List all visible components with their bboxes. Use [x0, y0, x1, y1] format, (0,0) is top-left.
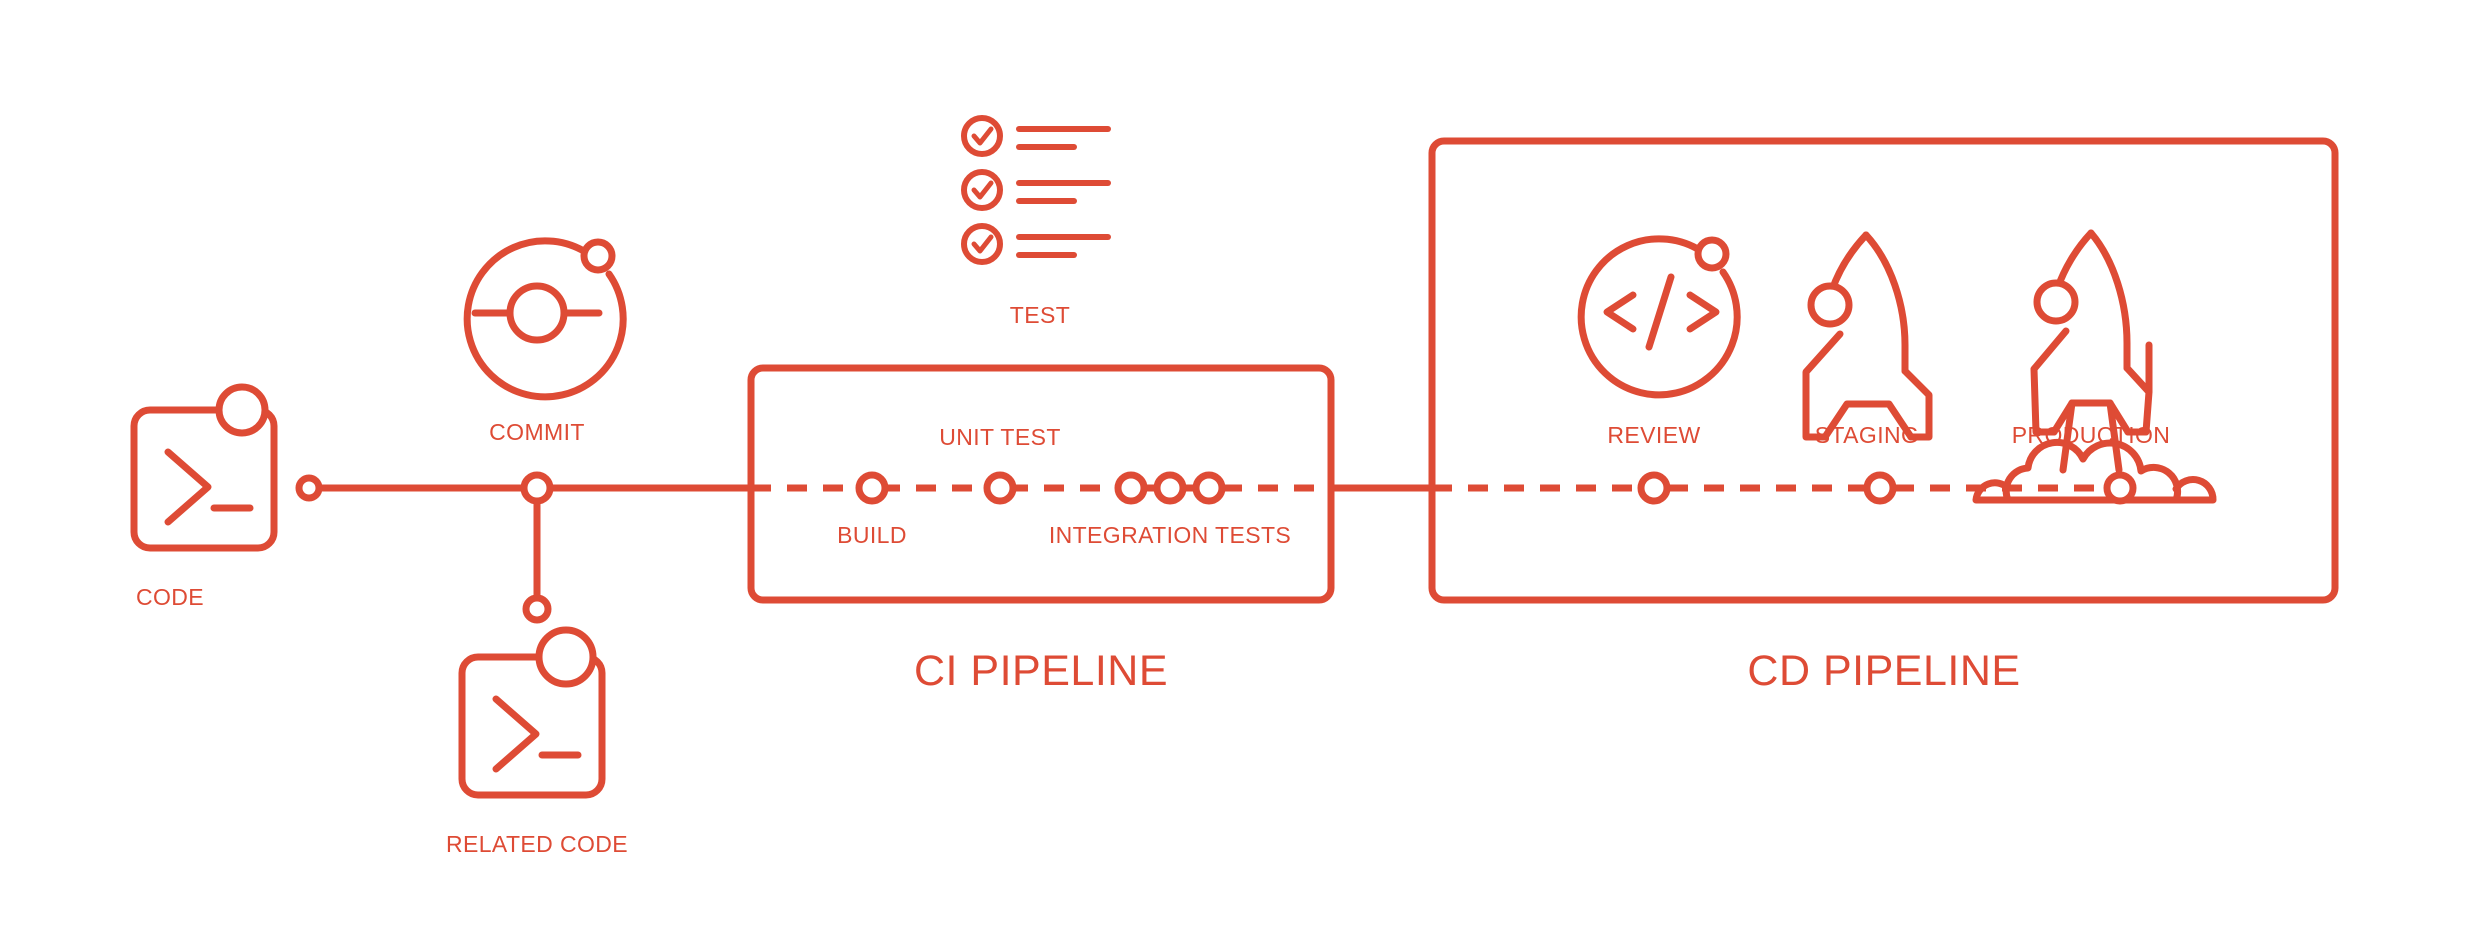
- right-angle-bracket-icon: [1686, 291, 1720, 333]
- staging-node: [1863, 471, 1897, 505]
- terminal-code-icon: [458, 653, 606, 799]
- rocket-fin-left-icon: [2030, 327, 2070, 436]
- staging-icon-group: [1802, 231, 1933, 441]
- integration-test-node-1: [1114, 471, 1148, 505]
- related-code-label: RELATED CODE: [446, 831, 628, 857]
- review-label: REVIEW: [1607, 422, 1700, 448]
- code-node-circle-icon: [215, 383, 269, 437]
- review-orbit-dot-icon: [1694, 236, 1730, 272]
- code-label: CODE: [136, 584, 204, 610]
- cd-pipeline-title: CD PIPELINE: [1747, 647, 2020, 695]
- rocket-body-right-icon: [1862, 231, 1909, 375]
- review-node: [1637, 471, 1671, 505]
- check-circle-icon: [961, 223, 1003, 265]
- integration-test-node-2: [1153, 471, 1187, 505]
- related-code-branch-node: [522, 594, 552, 624]
- rocket-body-right-icon: [2087, 229, 2131, 372]
- launch-cloud-right-icon: [2002, 438, 2182, 504]
- code-brackets-circle-icon: [1577, 235, 1741, 399]
- rocket-flame-left-icon: [2059, 399, 2076, 474]
- checkmark-icon: [971, 180, 994, 200]
- test-checklist-icon-group: [961, 115, 1111, 265]
- commit-node-icon: [506, 282, 568, 344]
- rocket-fin-left-icon: [1802, 330, 1844, 441]
- commit-label: COMMIT: [489, 419, 585, 445]
- unit-test-label: UNIT TEST: [939, 424, 1061, 450]
- rocket-flame-right-icon: [2106, 399, 2123, 474]
- integration-tests-label: INTEGRATION TESTS: [1049, 522, 1291, 548]
- build-label: BUILD: [837, 522, 907, 548]
- review-icon-group: [1577, 235, 1741, 399]
- rocket-nozzle-icon: [2050, 399, 2132, 436]
- rocket-nozzle-icon: [1821, 400, 1915, 441]
- related-code-chevron-icon: [492, 695, 540, 773]
- production-label: PRODUCTION: [2012, 422, 2171, 448]
- rocket-fin-right-icon: [1901, 367, 1933, 441]
- code-chevron-icon: [164, 448, 212, 526]
- rocket-porthole-icon: [2033, 279, 2079, 325]
- build-node: [855, 471, 889, 505]
- commit-rail-node: [520, 471, 554, 505]
- ci-pipeline-box: [747, 364, 1335, 604]
- check-circle-icon: [961, 115, 1003, 157]
- ci-pipeline-title: CI PIPELINE: [914, 647, 1168, 695]
- integration-test-node-3: [1192, 471, 1226, 505]
- rocket-porthole-icon: [1807, 282, 1853, 328]
- rail-start-node: [295, 474, 323, 502]
- commit-icon-group: [463, 237, 627, 401]
- production-node: [2103, 471, 2137, 505]
- staging-label: STAGING: [1815, 422, 1920, 448]
- cd-pipeline-box: [1428, 137, 2339, 604]
- rocket-body-left-icon: [2054, 229, 2095, 291]
- related-code-icon-group: [458, 626, 606, 799]
- git-commit-orbit-icon: [463, 237, 627, 401]
- terminal-code-icon: [130, 406, 278, 552]
- unit-test-node: [983, 471, 1017, 505]
- test-label: TEST: [1010, 302, 1070, 328]
- rocket-fin-right-icon: [2123, 341, 2153, 436]
- production-icon-group: [1972, 229, 2217, 504]
- commit-orbit-dot-icon: [580, 238, 616, 274]
- code-icon-group: [130, 383, 278, 552]
- related-code-node-circle-icon: [535, 626, 597, 688]
- rocket-body-left-icon: [1828, 231, 1870, 294]
- launch-cloud-far-right-icon: [2172, 476, 2217, 504]
- forward-slash-icon: [1645, 273, 1675, 351]
- checkmark-icon: [971, 126, 994, 146]
- left-angle-bracket-icon: [1603, 291, 1637, 333]
- checkmark-icon: [971, 234, 994, 254]
- check-circle-icon: [961, 169, 1003, 211]
- launch-cloud-far-left-icon: [1972, 479, 2012, 504]
